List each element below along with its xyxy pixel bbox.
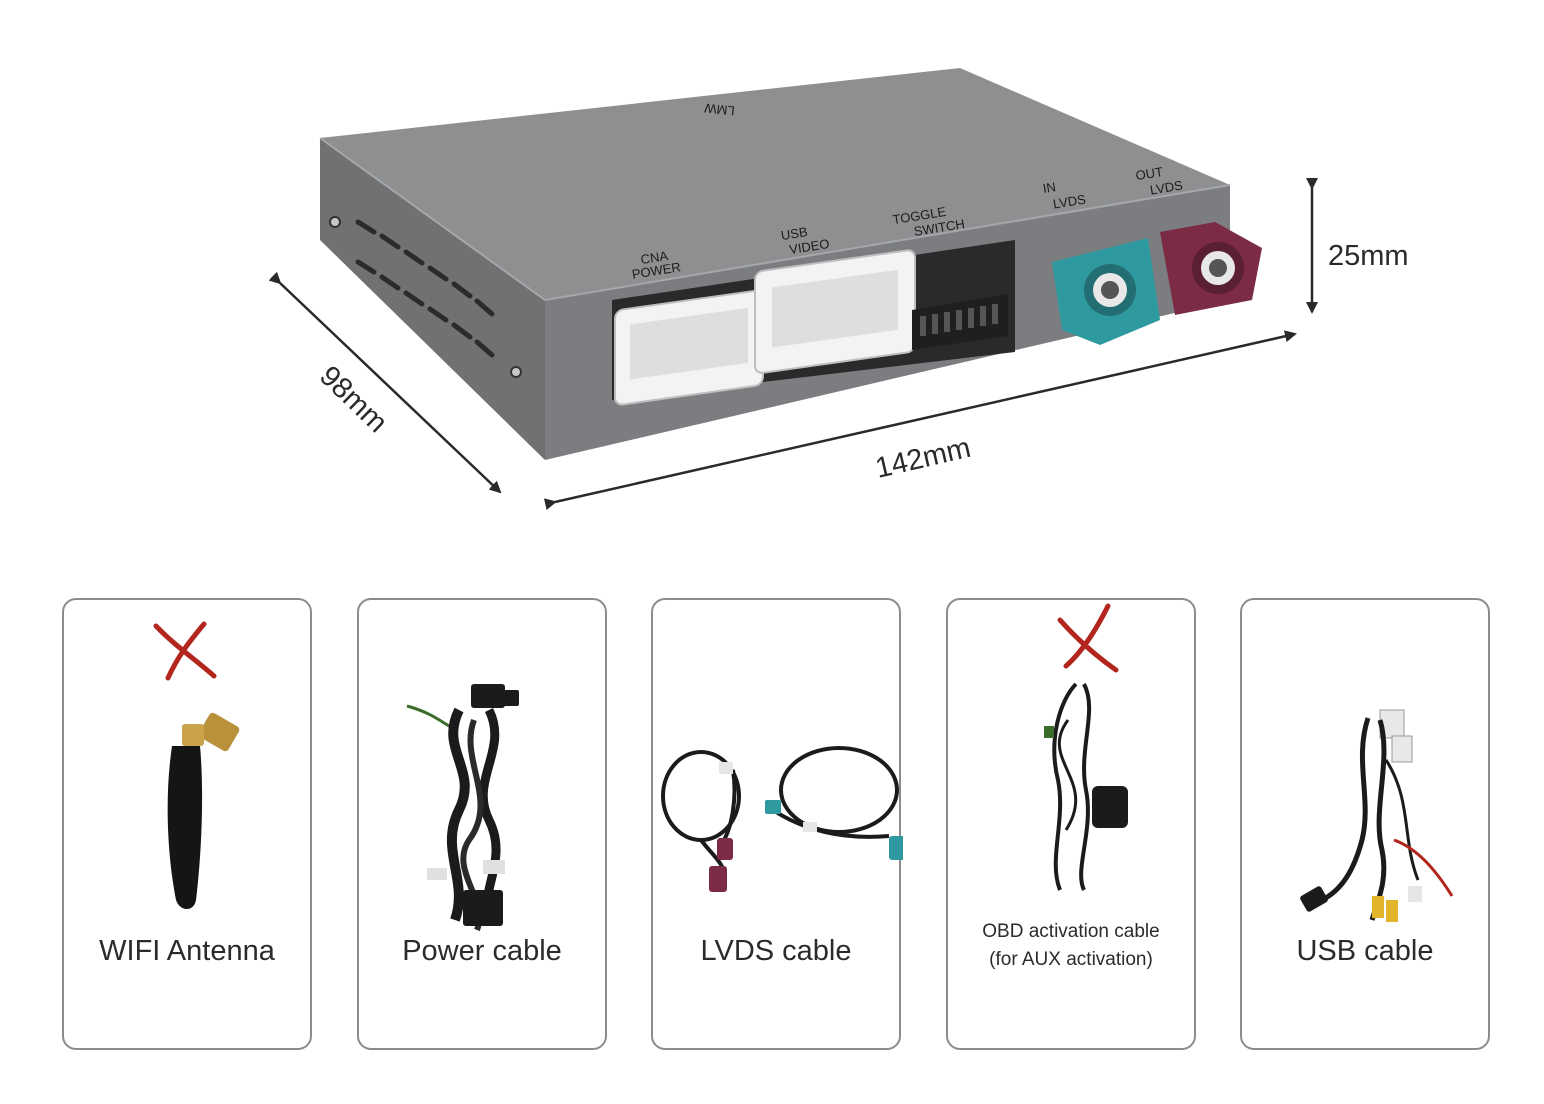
accessory-card-obd-cable: OBD activation cable (for AUX activation…	[946, 598, 1196, 1050]
card-label-line-2: (for AUX activation)	[989, 949, 1153, 970]
usb-video-port	[754, 249, 916, 374]
card-label: Power cable	[402, 935, 562, 967]
lvds-out-port	[1160, 222, 1262, 315]
accessory-card-power-cable: Power cable	[357, 598, 607, 1050]
lvds-out-label-line1: OUT	[1135, 164, 1165, 183]
card-label: WIFI Antenna	[99, 935, 275, 967]
accessory-card-usb-cable: USB cable	[1240, 598, 1490, 1050]
lvds-out-label-line2: LVDS	[1149, 178, 1184, 198]
lvds-in-label-line2: LVDS	[1052, 192, 1087, 212]
cna-power-port	[614, 289, 764, 406]
card-label: LVDS cable	[700, 935, 852, 967]
usb-label-line2: VIDEO	[788, 236, 830, 257]
card-label-multiline: OBD activation cable (for AUX activation…	[948, 918, 1194, 974]
card-label-line-1: OBD activation cable	[982, 921, 1160, 942]
device-illustration: LMW CNA POWER USB VIDEO TOGGLE SWITCH IN…	[268, 68, 1409, 511]
excluded-x-mark	[153, 621, 217, 681]
wifi-antenna-icon	[153, 621, 240, 909]
device-top-face	[320, 68, 1230, 300]
lvds-cable-icon	[661, 746, 903, 892]
lvds-in-label-line1: IN	[1042, 179, 1057, 196]
top-label: LMW	[703, 100, 735, 118]
lvds-in-port	[1052, 238, 1160, 345]
cna-label-line1: CNA	[640, 248, 670, 267]
obd-cable-icon	[1044, 603, 1128, 891]
usb-cable-icon	[1300, 709, 1454, 922]
width-label: 142mm	[872, 432, 973, 485]
depth-label: 98mm	[313, 360, 393, 439]
usb-label-line1: USB	[780, 224, 809, 243]
power-cable-icon	[406, 684, 519, 932]
depth-arrow	[268, 271, 502, 494]
card-label: USB cable	[1296, 935, 1434, 967]
excluded-x-mark	[1057, 603, 1119, 673]
device-drawing: LMW CNA POWER USB VIDEO TOGGLE SWITCH IN…	[268, 68, 1409, 511]
accessory-card-lvds-cable: LVDS cable	[651, 598, 903, 1050]
width-arrow	[543, 330, 1297, 511]
height-label: 25mm	[1328, 240, 1409, 272]
accessory-card-wifi-antenna: WIFI Antenna	[62, 598, 312, 1050]
